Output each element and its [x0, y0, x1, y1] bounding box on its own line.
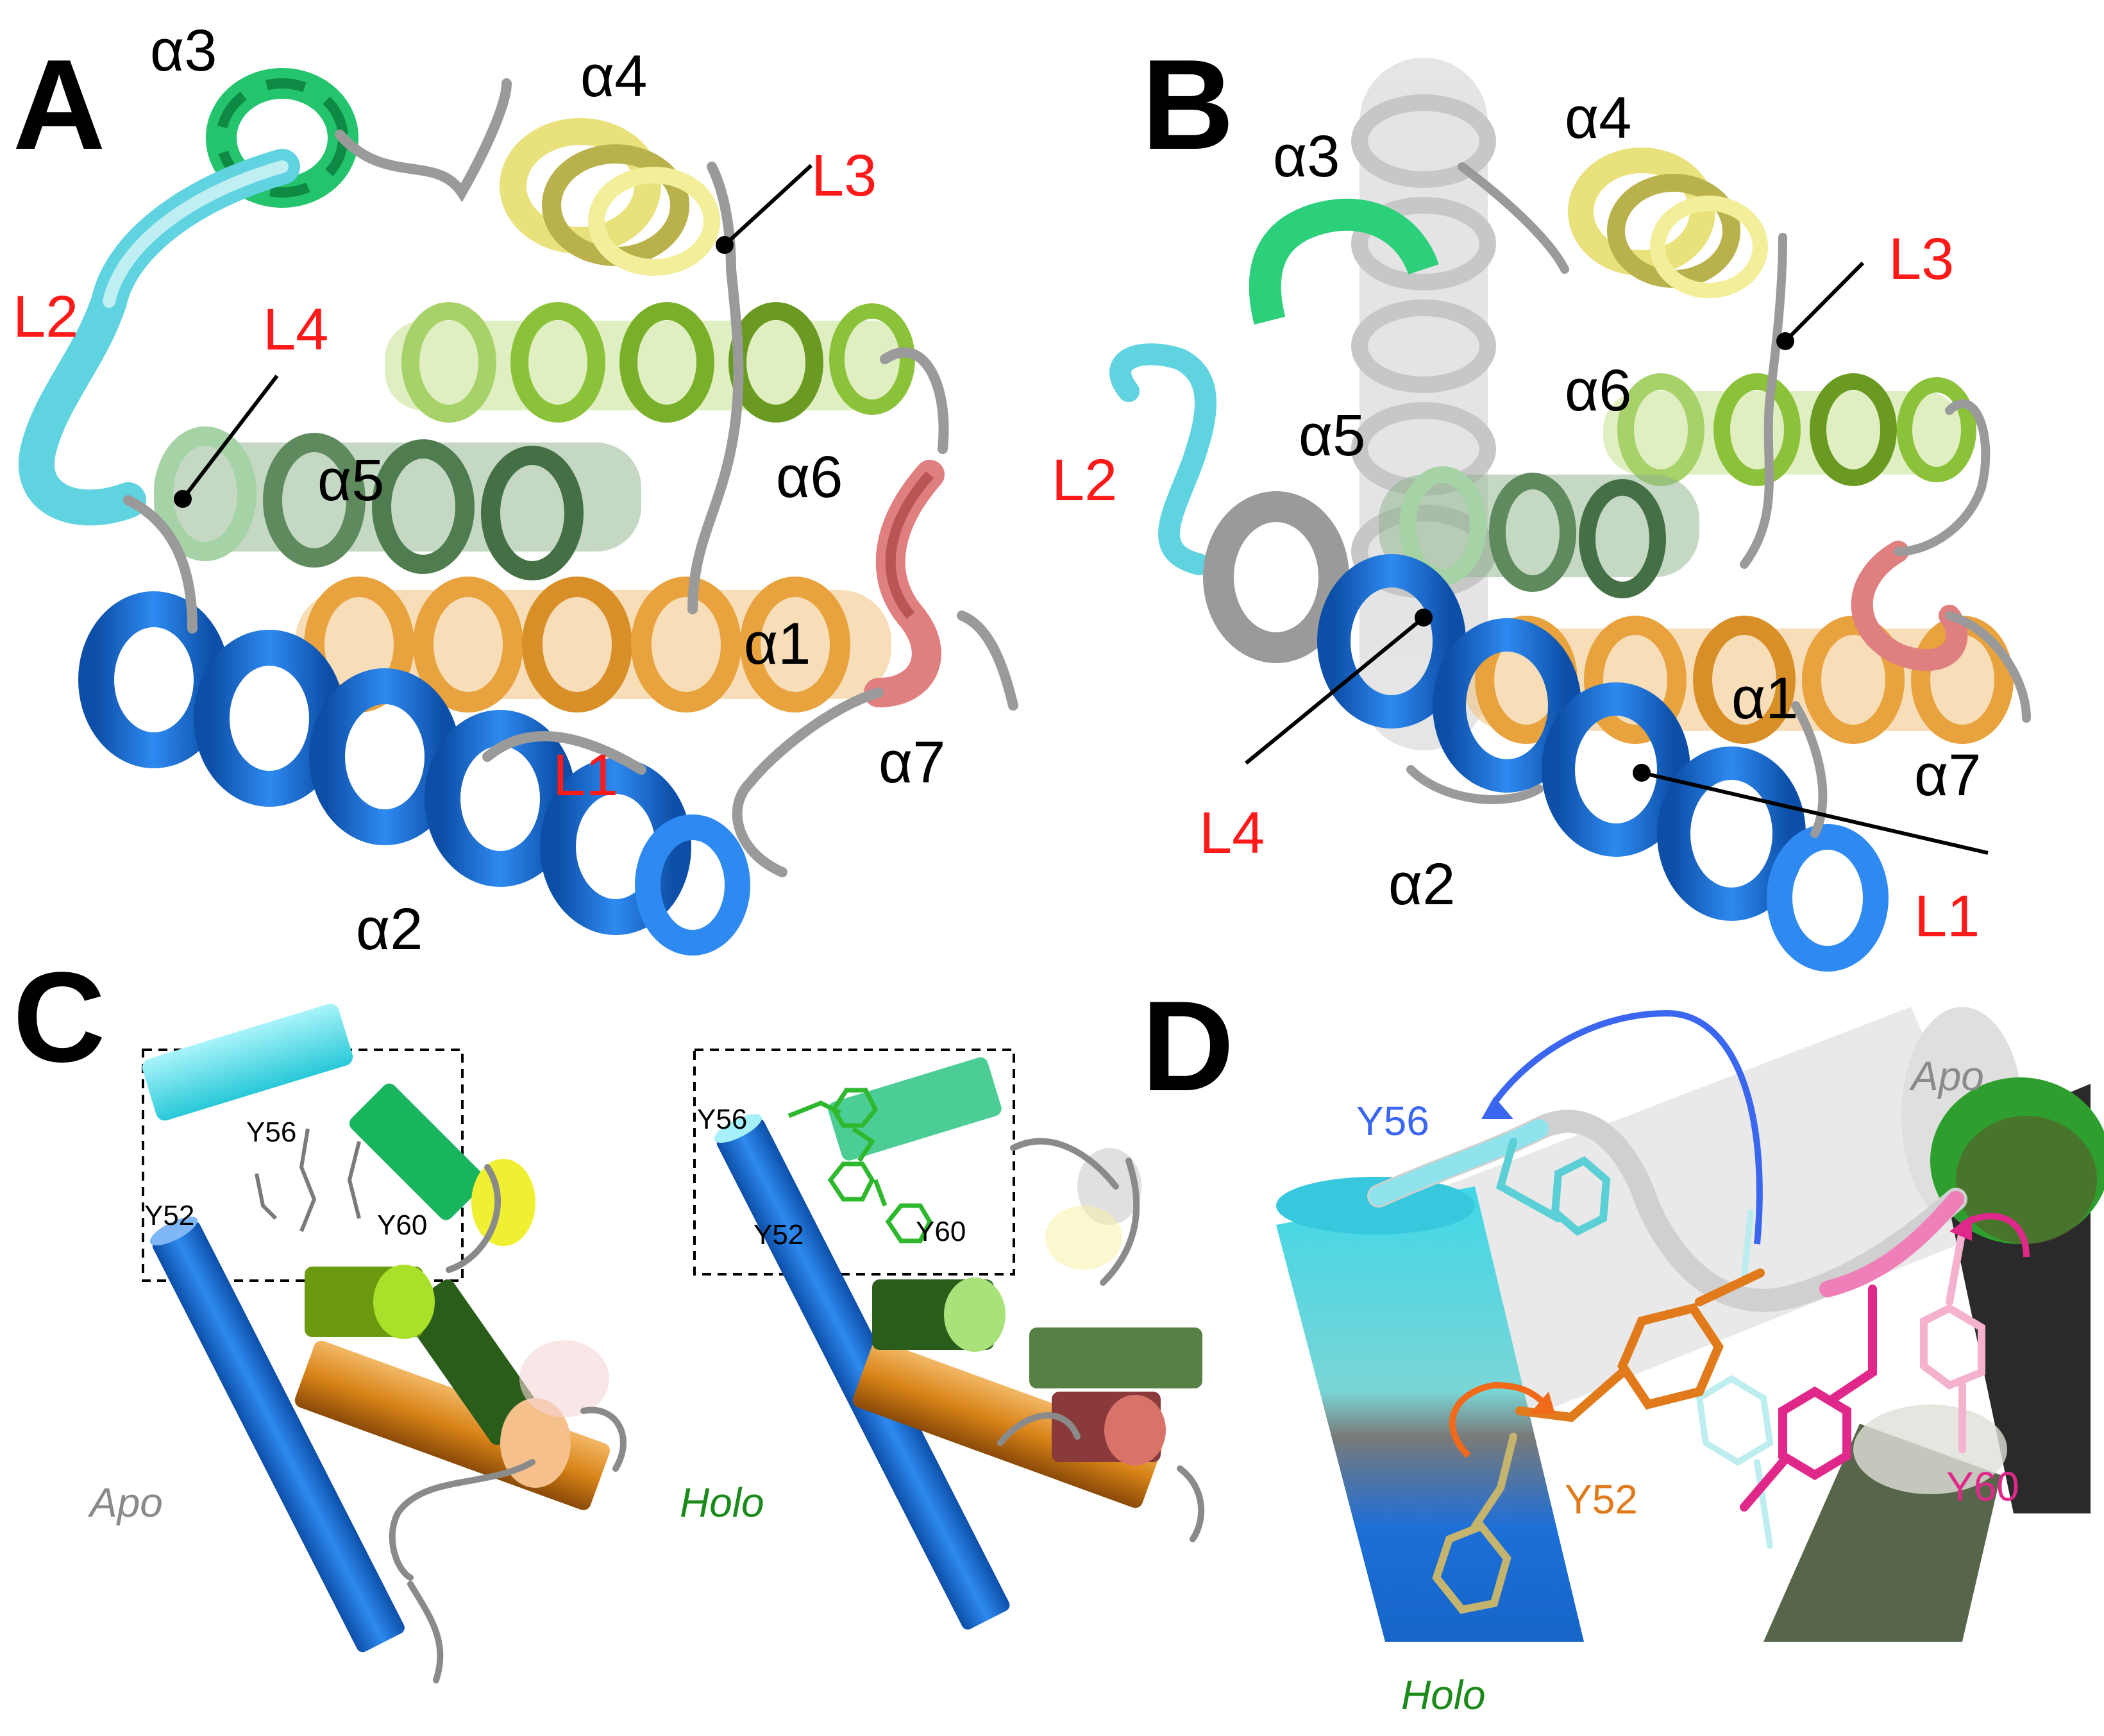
panel-b-label-l1: L1 — [1914, 884, 1980, 949]
panel-d-y56-sidechain — [1495, 1138, 1611, 1236]
panel-a-label-alpha1: α1 — [744, 611, 811, 677]
panel-c: C — [13, 946, 1205, 1683]
panel-b-l3-pointer — [1776, 261, 1865, 350]
panel-d-y60-arrow — [1960, 1213, 2030, 1258]
panel-d-y52-label: Y52 — [1565, 1476, 1638, 1522]
panel-b-l2-loop — [1109, 343, 1216, 575]
panel-d-right-cylinder — [1930, 1077, 2104, 1513]
panel-a-label-l2: L2 — [13, 284, 78, 350]
panel-a-label-alpha4: α4 — [580, 44, 647, 109]
panel-c-letter: C — [13, 946, 105, 1089]
panel-b-l1-pointer — [1633, 764, 1989, 855]
panel-b-label-l4: L4 — [1199, 800, 1265, 866]
panel-d-y52-arrow — [1449, 1381, 1548, 1458]
panel-a: A — [13, 18, 1018, 962]
panel-b-label-alpha6: α6 — [1565, 358, 1631, 423]
panel-a-label-alpha2: α2 — [356, 897, 423, 962]
panel-c-apo-y60-label: Y60 — [377, 1209, 427, 1241]
panel-a-label-alpha3: α3 — [150, 18, 217, 83]
panel-b-label-alpha2: α2 — [1388, 852, 1455, 917]
panel-d: D — [1141, 975, 2104, 1718]
panel-c-holo-structure: Y56 Y52 Y60 Holo — [680, 1049, 1205, 1630]
panel-b-label-alpha1: α1 — [1731, 666, 1798, 731]
panel-a-label-l1: L1 — [553, 743, 618, 808]
panel-c-holo-zoom-box — [693, 1049, 1015, 1276]
panel-d-y60-apo-sidechain — [1920, 1227, 1985, 1453]
panel-c-holo-y60-label: Y60 — [916, 1216, 966, 1247]
panel-a-gray-loops — [123, 78, 1018, 877]
panel-b-label-alpha3: α3 — [1273, 124, 1340, 189]
panel-d-loop-tube — [1367, 1109, 1967, 1312]
panel-b: B — [1052, 33, 2031, 972]
panel-b-label-alpha5: α5 — [1299, 403, 1365, 468]
panel-c-apo-y56-label: Y56 — [246, 1117, 296, 1148]
panel-a-l4-pointer — [174, 375, 279, 508]
panel-b-alpha3-helix — [1249, 198, 1439, 325]
panel-a-label-l4: L4 — [263, 297, 328, 362]
panel-d-y60-arrowhead — [1949, 1215, 1972, 1241]
panel-b-l4-pointer — [1245, 609, 1433, 765]
panel-b-alpha2-helix — [1203, 491, 1889, 972]
panel-d-holo-label: Holo — [1401, 1672, 1486, 1718]
panel-c-holo-state-label: Holo — [680, 1479, 764, 1526]
panel-c-holo-y52-label: Y52 — [753, 1219, 804, 1251]
panel-d-y56-arrow — [1491, 1009, 1763, 1245]
panel-a-letter: A — [13, 33, 105, 176]
panel-d-y56-label: Y56 — [1356, 1098, 1429, 1144]
panel-a-label-alpha5: α5 — [317, 448, 384, 513]
panel-d-y56-faint — [1696, 1209, 1774, 1549]
panel-d-lower-cylinder — [1763, 1404, 2007, 1642]
panel-a-label-l3: L3 — [811, 143, 877, 208]
panel-b-label-alpha4: α4 — [1565, 85, 1631, 151]
panel-c-holo-y56-label: Y56 — [697, 1104, 747, 1135]
panel-d-y60-label: Y60 — [1946, 1463, 2019, 1510]
panel-b-alpha7-helix — [1851, 541, 1968, 671]
panel-b-label-l2: L2 — [1052, 448, 1117, 513]
panel-b-letter: B — [1141, 33, 1234, 176]
panel-a-alpha2-helix — [78, 591, 750, 956]
panel-a-alpha7-helix — [864, 460, 945, 707]
panel-a-alpha5-helix — [154, 426, 641, 580]
panel-b-alpha6-helix — [1603, 373, 1976, 486]
panel-b-alpha4-helix — [1568, 147, 1768, 298]
panel-d-y60-sidechain — [1740, 1285, 1877, 1512]
panel-a-alpha6-helix — [385, 302, 915, 423]
panel-a-alpha4-helix — [500, 118, 720, 276]
panel-d-apo-label: Apo — [1908, 1053, 1984, 1099]
panel-c-apo-state-label: Apo — [87, 1479, 163, 1526]
panel-b-label-alpha7: α7 — [1914, 743, 1981, 808]
panel-a-label-alpha7: α7 — [879, 730, 945, 795]
panel-d-letter: D — [1141, 975, 1234, 1118]
panel-b-gray-loops — [1406, 162, 2031, 838]
panel-d-y52-apo-sidechain — [1432, 1433, 1517, 1614]
panel-c-apo-y52-label: Y52 — [144, 1200, 194, 1231]
panel-a-l3-pointer — [716, 164, 813, 254]
panel-b-alpha5-helix — [1379, 466, 1699, 598]
panel-b-label-l3: L3 — [1889, 226, 1954, 292]
panel-a-label-alpha6: α6 — [776, 444, 843, 510]
panel-a-l2-loop — [19, 149, 300, 526]
panel-d-y56-arrowhead — [1481, 1097, 1513, 1119]
panel-c-apo-structure: Y56 Y52 Y60 Apo — [87, 1004, 627, 1683]
panel-d-y52-arrowhead — [1529, 1392, 1555, 1414]
